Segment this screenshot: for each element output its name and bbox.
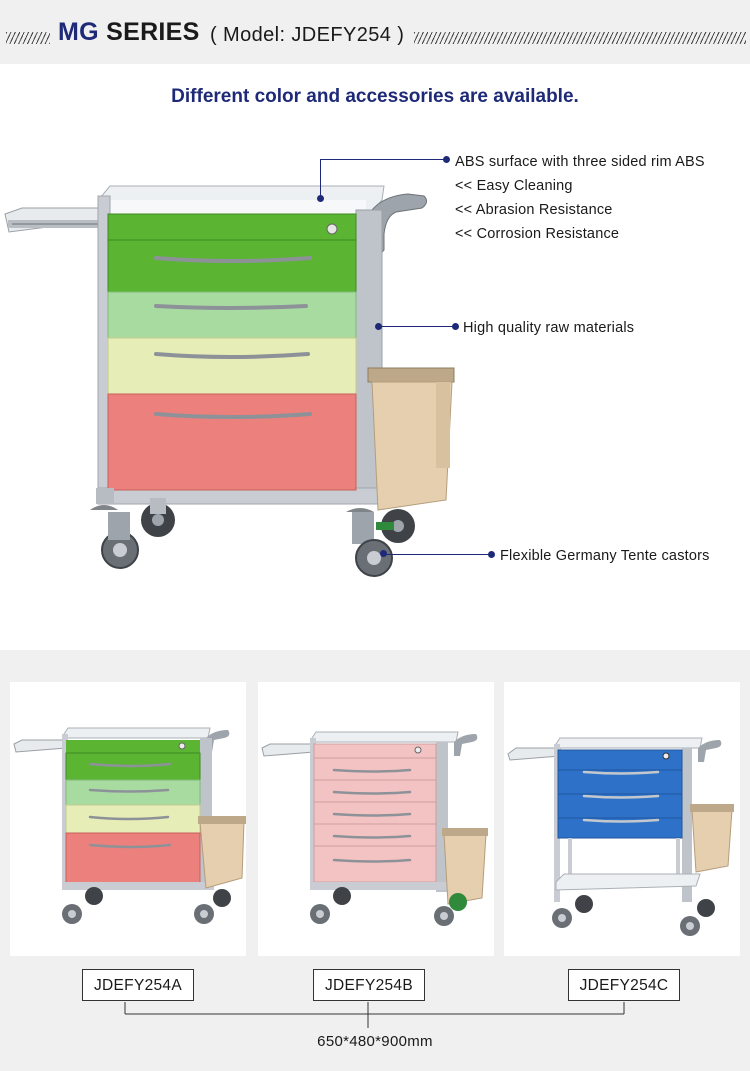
subtitle: Different color and accessories are avai… — [171, 86, 579, 107]
model-label-c: JDEFY254C — [568, 969, 680, 1001]
callout-materials: High quality raw materials — [463, 320, 635, 336]
leader-castor — [386, 554, 492, 555]
callout-surface-bullet-3: << Corrosion Resistance — [455, 226, 620, 242]
marker-frame — [375, 323, 382, 330]
marker-castor — [380, 550, 387, 557]
leader-tray-horizontal — [320, 159, 446, 160]
series-bold: MG — [58, 18, 99, 46]
leader-tray-vertical — [320, 159, 321, 197]
series-title: MG SERIES — [58, 18, 200, 47]
marker-castor-end — [488, 551, 495, 558]
model-label-a: JDEFY254A — [82, 969, 194, 1001]
variant-panel-a — [10, 682, 246, 956]
header-hatch-right — [414, 32, 746, 44]
leader-frame — [381, 326, 454, 327]
model-label: ( Model: JDEFY254 ) — [210, 24, 405, 46]
drawers — [107, 213, 357, 491]
model-label-b: JDEFY254B — [313, 969, 425, 1001]
callout-surface-title: ABS surface with three sided rim ABS — [455, 154, 705, 170]
header-bar: MG SERIES ( Model: JDEFY254 ) — [0, 0, 750, 64]
series-word: SERIES — [106, 18, 200, 46]
variant-b-cart — [261, 731, 488, 926]
top-tray — [99, 185, 385, 215]
dimension-bracket — [124, 1002, 625, 1028]
waste-bin — [367, 367, 455, 511]
callout-surface-bullet-2: << Abrasion Resistance — [455, 202, 613, 218]
marker-tray — [317, 195, 324, 202]
callout-surface-bullet-1: << Easy Cleaning — [455, 178, 573, 194]
callout-castors: Flexible Germany Tente castors — [500, 548, 710, 564]
marker-frame-end — [452, 323, 459, 330]
main-cart-illustration — [4, 185, 455, 577]
variant-panel-b — [258, 682, 494, 956]
variant-a-cart — [13, 727, 246, 924]
variant-panel-c — [504, 682, 740, 956]
dimensions-label: 650*480*900mm — [317, 1033, 433, 1050]
pull-out-shelf — [4, 207, 103, 233]
variant-c-cart — [507, 737, 734, 936]
castors — [90, 488, 415, 577]
header-hatch-left — [6, 32, 50, 44]
marker-tray-end — [443, 156, 450, 163]
drawer-handles — [154, 256, 312, 419]
